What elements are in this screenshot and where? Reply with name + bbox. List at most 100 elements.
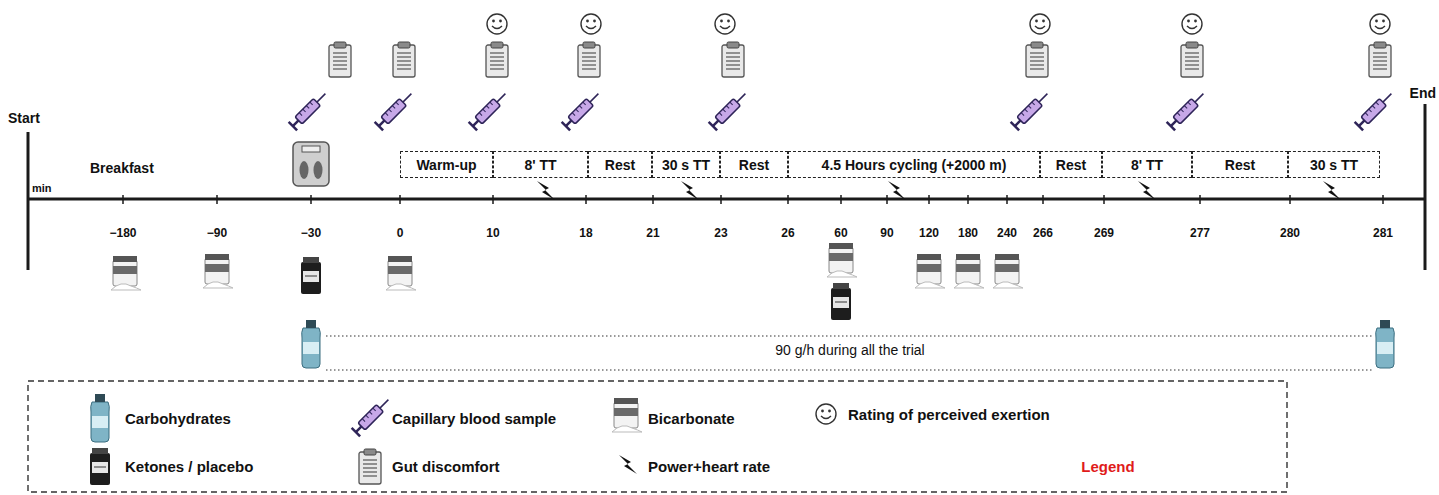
blood-sample-icon — [289, 89, 330, 130]
tick-mark — [720, 195, 722, 204]
power-heart-rate-icon — [619, 455, 637, 474]
blood-sample-icon — [352, 395, 393, 436]
phase-label: Rest — [605, 157, 635, 173]
gut-discomfort-icon — [393, 42, 415, 77]
ketone-icon — [831, 283, 851, 320]
unit-label: min — [32, 182, 52, 194]
time-tick-label: 21 — [646, 226, 659, 240]
bicarbonate-icon — [386, 256, 416, 290]
blood-sample-icon — [1011, 89, 1052, 130]
time-tick-label: 281 — [1373, 226, 1393, 240]
dotted-line — [326, 335, 1372, 336]
tick-mark — [1042, 195, 1044, 204]
legend-text: Bicarbonate — [648, 410, 735, 427]
phase-label: 30 s TT — [662, 157, 710, 173]
time-tick-label: 120 — [919, 226, 939, 240]
breakfast-label: Breakfast — [90, 160, 154, 176]
tick-mark — [787, 195, 789, 204]
gut-discomfort-icon — [1181, 42, 1203, 77]
phase-label: 4.5 Hours cycling (+2000 m) — [822, 157, 1007, 173]
body-mass-scale-icon — [293, 142, 329, 186]
gut-discomfort-icon — [722, 42, 744, 77]
bicarbonate-icon — [111, 256, 141, 290]
time-axis — [28, 198, 1425, 201]
gut-discomfort-icon — [1026, 42, 1048, 77]
carbohydrate-bottle-icon — [91, 394, 110, 442]
cycling-box: 4.5 Hours cycling (+2000 m) — [788, 151, 1040, 178]
gut-discomfort-icon — [329, 42, 351, 77]
axis-end-bar — [27, 132, 30, 270]
phase-label: 8' TT — [524, 157, 556, 173]
bicarbonate-icon — [993, 254, 1023, 288]
phase-label: Rest — [1056, 157, 1086, 173]
gut-discomfort-icon — [359, 449, 381, 484]
blood-sample-icon — [375, 89, 416, 130]
rpe-icon — [487, 14, 507, 34]
tick-mark — [1103, 195, 1105, 204]
rpe-icon — [816, 404, 836, 424]
legend-text: Capillary blood sample — [392, 410, 556, 427]
legend-text: Ketones / placebo — [125, 458, 253, 475]
phase-label: Rest — [739, 157, 769, 173]
power-heart-rate-icon — [1138, 181, 1156, 200]
legend-text: Gut discomfort — [392, 458, 500, 475]
carbohydrate-note: 90 g/h during all the trial — [772, 342, 927, 358]
rpe-icon — [715, 14, 735, 34]
bicarbonate-icon — [954, 254, 984, 288]
time-tick-label: 10 — [486, 226, 499, 240]
time-tick-label: 280 — [1280, 226, 1300, 240]
power-heart-rate-icon — [681, 181, 699, 200]
time-tick-label: 277 — [1190, 226, 1210, 240]
tick-mark — [122, 195, 124, 204]
blood-sample-icon — [562, 89, 603, 130]
legend-text: Carbohydrates — [125, 410, 231, 427]
tick-mark — [1382, 195, 1384, 204]
carbohydrate-bottle-icon — [302, 320, 321, 368]
legend-text: Rating of perceived exertion — [848, 406, 1050, 423]
time-trial-box: 8' TT — [493, 151, 588, 178]
time-tick-label: 180 — [958, 226, 978, 240]
tick-mark — [652, 195, 654, 204]
legend-text: Power+heart rate — [648, 458, 770, 475]
bicarbonate-icon — [203, 254, 233, 288]
tick-mark — [840, 195, 842, 204]
phase-label: Rest — [1225, 157, 1255, 173]
tick-mark — [492, 195, 494, 204]
phase-label: 8' TT — [1131, 157, 1163, 173]
tick-mark — [310, 195, 312, 204]
rest-box: Rest — [588, 151, 652, 178]
rest-box: Rest — [720, 151, 788, 178]
tick-mark — [886, 195, 888, 204]
tick-mark — [399, 195, 401, 204]
tick-mark — [1006, 195, 1008, 204]
gut-discomfort-icon — [486, 42, 508, 77]
ketone-icon — [90, 448, 110, 485]
time-tick-label: 60 — [834, 226, 847, 240]
gut-discomfort-icon — [1369, 42, 1391, 77]
rpe-icon — [1030, 14, 1050, 34]
time-tick-label: −30 — [301, 226, 321, 240]
phase-label: 30 s TT — [1310, 157, 1358, 173]
end-label: End — [1410, 85, 1436, 101]
power-heart-rate-icon — [537, 181, 555, 200]
start-label: Start — [8, 110, 40, 126]
rest-box: Rest — [1192, 151, 1288, 178]
sprint-box: 30 s TT — [652, 151, 720, 178]
time-tick-label: 266 — [1033, 226, 1053, 240]
rpe-icon — [581, 14, 601, 34]
power-heart-rate-icon — [1323, 181, 1341, 200]
ketone-icon — [301, 257, 321, 294]
tick-mark — [928, 195, 930, 204]
tick-mark — [1289, 195, 1291, 204]
time-tick-label: −180 — [109, 226, 136, 240]
bicarbonate-icon — [827, 243, 857, 277]
rpe-icon — [1182, 14, 1202, 34]
phase-label: Warm-up — [416, 157, 476, 173]
sprint-box: 30 s TT — [1288, 151, 1380, 178]
tick-mark — [216, 195, 218, 204]
blood-sample-icon — [1167, 89, 1208, 130]
blood-sample-icon — [709, 89, 750, 130]
dotted-line — [326, 369, 1372, 370]
time-tick-label: 90 — [880, 226, 893, 240]
time-trial-box: 8' TT — [1102, 151, 1192, 178]
